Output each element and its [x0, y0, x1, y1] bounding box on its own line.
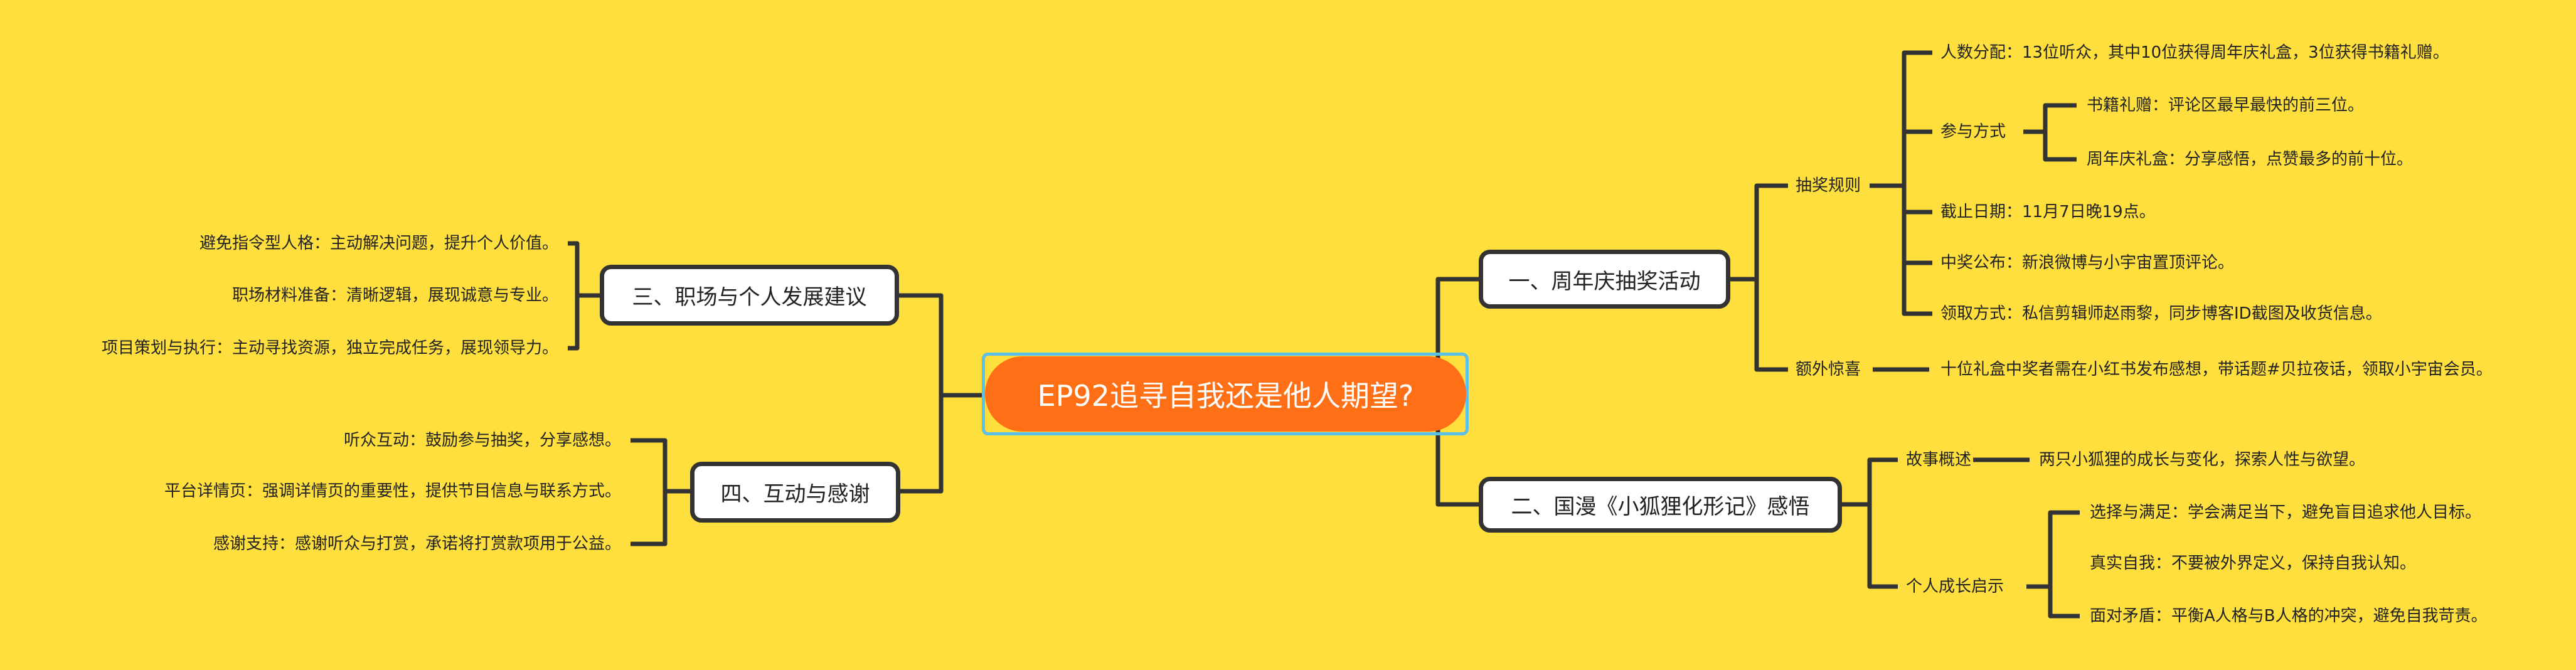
subtopic-item[interactable]: 截止日期：11月7日晚19点。	[1940, 203, 2156, 221]
subtopic-item[interactable]: 人数分配：13位听众，其中10位获得周年庆礼盒，3位获得书籍礼赠。	[1940, 43, 2449, 62]
topic-branch3[interactable]: 三、职场与个人发展建议	[600, 265, 899, 326]
topic-label: 四、互动与感谢	[720, 482, 870, 507]
subtopic-item[interactable]: 听众互动：鼓励参与抽奖，分享感想。	[343, 431, 621, 450]
central-topic[interactable]: EP92追寻自我还是他人期望?	[985, 356, 1466, 432]
subtopic-rules[interactable]: 抽奖规则	[1796, 176, 1861, 195]
subtopic-item[interactable]: 职场材料准备：清晰逻辑，展现诚意与专业。	[232, 286, 558, 305]
topic-label: 一、周年庆抽奖活动	[1508, 269, 1701, 294]
subtopic-item[interactable]: 平台详情页：强调详情页的重要性，提供节目信息与联系方式。	[164, 482, 621, 501]
subtopic-item[interactable]: 周年庆礼盒：分享感悟，点赞最多的前十位。	[2087, 150, 2414, 169]
connector-growth	[2026, 510, 2080, 619]
subtopic-item[interactable]: 十位礼盒中奖者需在小红书发布感想，带话题#贝拉夜话，领取小宇宙会员。	[1940, 360, 2493, 379]
subtopic-item[interactable]: 书籍礼赠：评论区最早最快的前三位。	[2087, 96, 2365, 115]
topic-label: 二、国漫《小狐狸化形记》感悟	[1511, 494, 1810, 519]
subtopic-item[interactable]: 选择与满足：学会满足当下，避免盲目追求他人目标。	[2090, 503, 2482, 522]
subtopic-item[interactable]: 面对矛盾：平衡A人格与B人格的冲突，避免自我苛责。	[2090, 607, 2488, 625]
selection-outline	[982, 353, 1469, 435]
subtopic-item[interactable]: 项目策划与执行：主动寻找资源，独立完成任务，展现领导力。	[101, 339, 558, 358]
subtopic-item[interactable]: 两只小狐狸的成长与变化，探索人性与欲望。	[2039, 450, 2366, 469]
topic-label: 三、职场与个人发展建议	[632, 285, 867, 310]
topic-branch1[interactable]: 一、周年庆抽奖活动	[1479, 250, 1730, 309]
connector-branch2	[1842, 457, 1898, 589]
subtopic-item[interactable]: 中奖公布：新浪微博与小宇宙置顶评论。	[1940, 253, 2235, 272]
connector-branch3	[568, 241, 600, 351]
connector-center-left	[899, 293, 985, 494]
subtopic-item[interactable]: 避免指令型人格：主动解决问题，提升个人价值。	[199, 234, 558, 253]
subtopic-item[interactable]: 参与方式	[1940, 122, 2006, 141]
subtopic-surprise[interactable]: 额外惊喜	[1796, 360, 1861, 379]
central-topic-label: EP92追寻自我还是他人期望?	[1037, 379, 1414, 413]
topic-branch4[interactable]: 四、互动与感谢	[690, 462, 900, 523]
subtopic-growth[interactable]: 个人成长启示	[1906, 577, 2004, 596]
subtopic-item[interactable]: 领取方式：私信剪辑师赵雨黎，同步博客ID截图及收货信息。	[1940, 304, 2382, 323]
subtopic-item[interactable]: 感谢支持：感谢听众与打赏，承诺将打赏款项用于公益。	[213, 534, 621, 553]
subtopic-story[interactable]: 故事概述	[1906, 450, 1972, 469]
topic-branch2[interactable]: 二、国漫《小狐狸化形记》感悟	[1479, 477, 1842, 533]
subtopic-item[interactable]: 真实自我：不要被外界定义，保持自我认知。	[2090, 554, 2417, 573]
connector-participation	[2023, 103, 2077, 162]
connector-branch4	[631, 438, 690, 546]
connector-branch1	[1730, 183, 1788, 372]
connector-rules	[1870, 50, 1932, 316]
